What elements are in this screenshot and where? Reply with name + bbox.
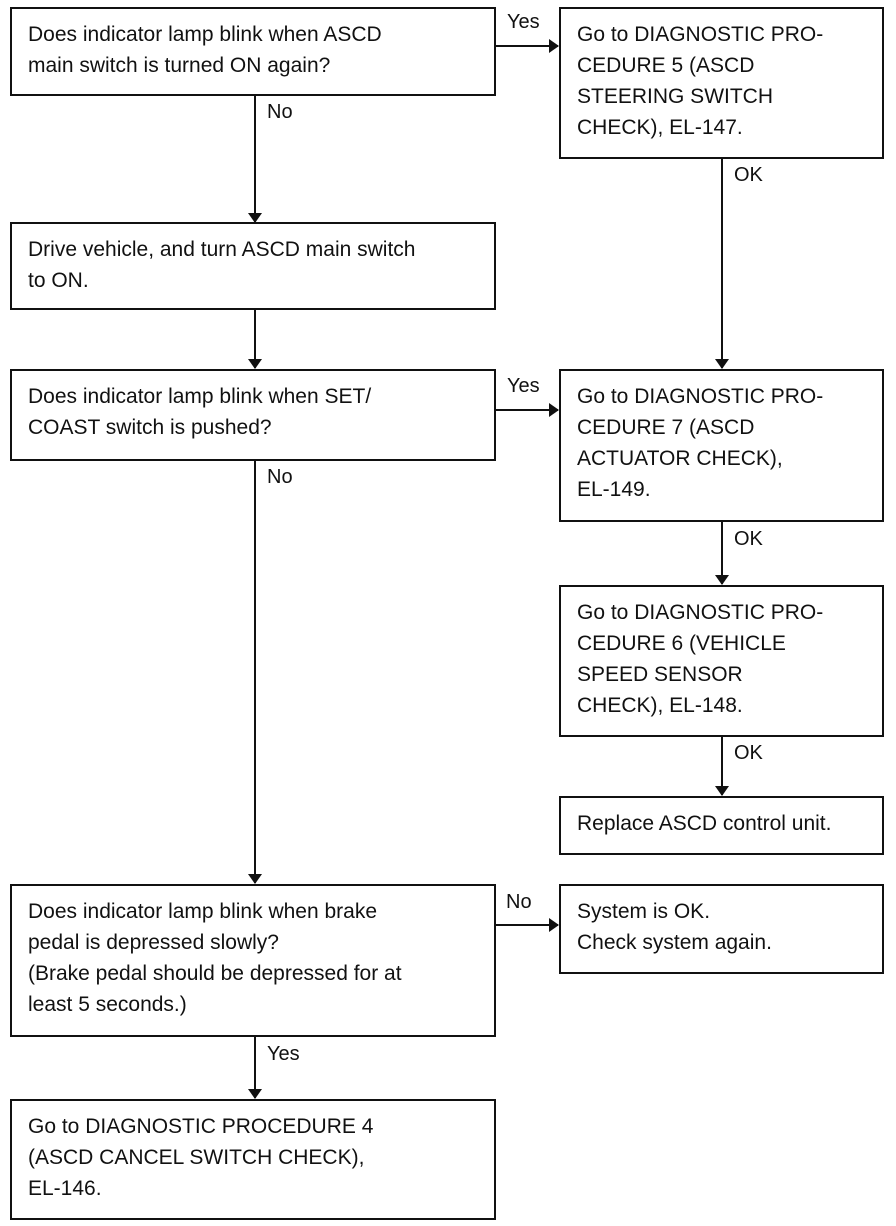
box-drive-vehicle: Drive vehicle, and turn ASCD main switch… xyxy=(10,222,496,310)
label-ok: OK xyxy=(734,164,763,186)
box-replace-control-unit: Replace ASCD control unit. xyxy=(559,796,884,855)
label-no: No xyxy=(267,466,293,488)
box-question-set-coast: Does indicator lamp blink when SET/ COAS… xyxy=(10,369,496,461)
label-no: No xyxy=(506,891,532,913)
box-question-main-switch: Does indicator lamp blink when ASCD main… xyxy=(10,7,496,96)
label-yes: Yes xyxy=(267,1043,300,1065)
label-no: No xyxy=(267,101,293,123)
box-procedure-6: Go to DIAGNOSTIC PRO- CEDURE 6 (VEHICLE … xyxy=(559,585,884,737)
label-yes: Yes xyxy=(507,375,540,397)
box-question-brake-pedal: Does indicator lamp blink when brake ped… xyxy=(10,884,496,1037)
box-procedure-7: Go to DIAGNOSTIC PRO- CEDURE 7 (ASCD ACT… xyxy=(559,369,884,522)
box-system-ok: System is OK. Check system again. xyxy=(559,884,884,974)
label-ok: OK xyxy=(734,528,763,550)
box-procedure-5: Go to DIAGNOSTIC PRO- CEDURE 5 (ASCD STE… xyxy=(559,7,884,159)
label-yes: Yes xyxy=(507,11,540,33)
box-procedure-4: Go to DIAGNOSTIC PROCEDURE 4 (ASCD CANCE… xyxy=(10,1099,496,1220)
label-ok: OK xyxy=(734,742,763,764)
